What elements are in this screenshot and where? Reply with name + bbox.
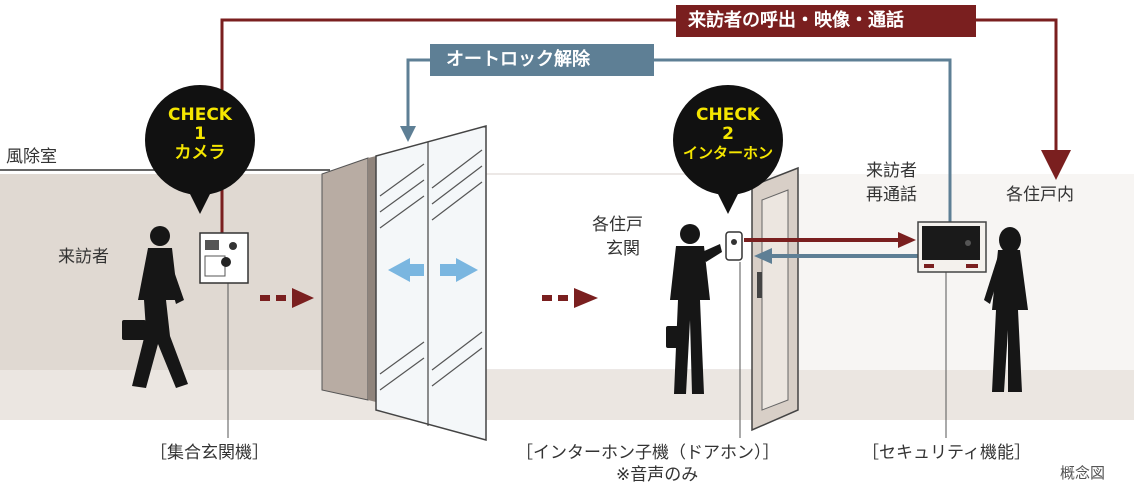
vestibule-label: 風除室: [6, 147, 57, 167]
visitor-label: 来訪者: [58, 247, 109, 267]
unit-door: [751, 166, 799, 432]
unlock-flow-line: [400, 58, 952, 226]
partition-wall: [321, 157, 369, 401]
check-2-word: CHECK: [696, 105, 760, 125]
visitor-at-door-silhouette: [666, 224, 722, 394]
check-1-word: CHECK: [168, 105, 232, 125]
walk-arrow-2: [542, 288, 598, 308]
concept-diagram-note: 概念図: [1060, 464, 1106, 482]
check-1-name: カメラ: [174, 143, 226, 163]
hall-wall: [484, 173, 761, 371]
check-1-text: CHECK 1 カメラ: [145, 106, 255, 163]
intercom-unit-caption: ［インターホン子機（ドアホン）］: [516, 443, 780, 463]
check-1-bubble: [145, 85, 255, 214]
security-caption: ［セキュリティ機能］: [862, 443, 1031, 463]
check-2-name: インターホン: [682, 144, 773, 162]
entrance-panel-device: [199, 232, 249, 284]
resident-silhouette: [984, 227, 1028, 392]
floor: [0, 370, 1134, 420]
unlock-flow-label-box: [430, 44, 654, 76]
door-intercom-device: [725, 231, 743, 261]
unlock-flow-label: オートロック解除: [446, 49, 590, 70]
check-2-text: CHECK 2 インターホン: [673, 106, 783, 163]
visitor-silhouette: [122, 226, 188, 388]
partition-edge: [368, 156, 376, 402]
check-2-bubble: [673, 85, 783, 214]
check-2-number: 2: [722, 124, 734, 144]
recall-label-line2: 再通話: [866, 185, 917, 205]
call-flow-label: 来訪者の呼出・映像・通話: [688, 10, 904, 31]
leader-lines: [227, 262, 947, 438]
walk-arrow-1: [260, 288, 314, 308]
inside-unit-label: 各住戸内: [1006, 185, 1074, 205]
entrance-unit-caption: ［集合玄関機］: [150, 443, 269, 463]
recall-label-line1: 来訪者: [866, 161, 917, 181]
entrance-label-line2: 玄関: [606, 239, 640, 259]
entrance-label-line1: 各住戸: [592, 215, 643, 235]
room-monitor-device: [917, 221, 987, 273]
call-flow-label-box: [676, 5, 976, 37]
auto-lock-door: [375, 125, 487, 441]
check-1-number: 1: [194, 124, 206, 144]
intercom-signal-arrows: [744, 232, 918, 264]
voice-only-note: ※音声のみ: [616, 465, 699, 485]
